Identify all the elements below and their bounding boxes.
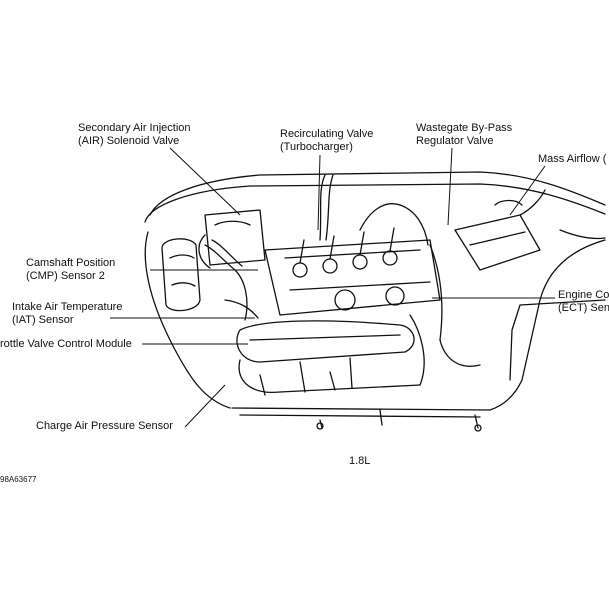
lower-details (259, 371, 482, 432)
vehicle-body-outline (144, 171, 606, 418)
fluid-reservoir (161, 238, 201, 312)
engine-valve-cover (264, 227, 441, 316)
label-charge-air-pressure-sensor: Charge Air Pressure Sensor (36, 420, 173, 432)
figure-code: 98A63677 (0, 475, 37, 484)
label-camshaft-position-sensor: Camshaft Position (CMP) Sensor 2 (26, 257, 116, 282)
air-filter-box (454, 189, 546, 271)
hoses (204, 174, 481, 386)
left-components (198, 209, 266, 269)
label-air-injection-solenoid: Secondary Air Injection (AIR) Solenoid V… (78, 122, 191, 147)
label-engine-coolant-sensor: Engine Co (ECT) Sen (558, 289, 609, 314)
label-recirculating-valve: Recirculating Valve (Turbocharger) (280, 128, 374, 153)
label-throttle-control-module: rottle Valve Control Module (0, 338, 132, 350)
intake-manifold (236, 320, 421, 394)
label-intake-air-temp-sensor: Intake Air Temperature (IAT) Sensor (12, 301, 123, 326)
label-mass-airflow: Mass Airflow ( (538, 153, 607, 165)
engine-size-caption: 1.8L (349, 455, 371, 467)
label-wastegate-regulator: Wastegate By-Pass Regulator Valve (416, 122, 513, 147)
leader-lines (110, 147, 555, 428)
